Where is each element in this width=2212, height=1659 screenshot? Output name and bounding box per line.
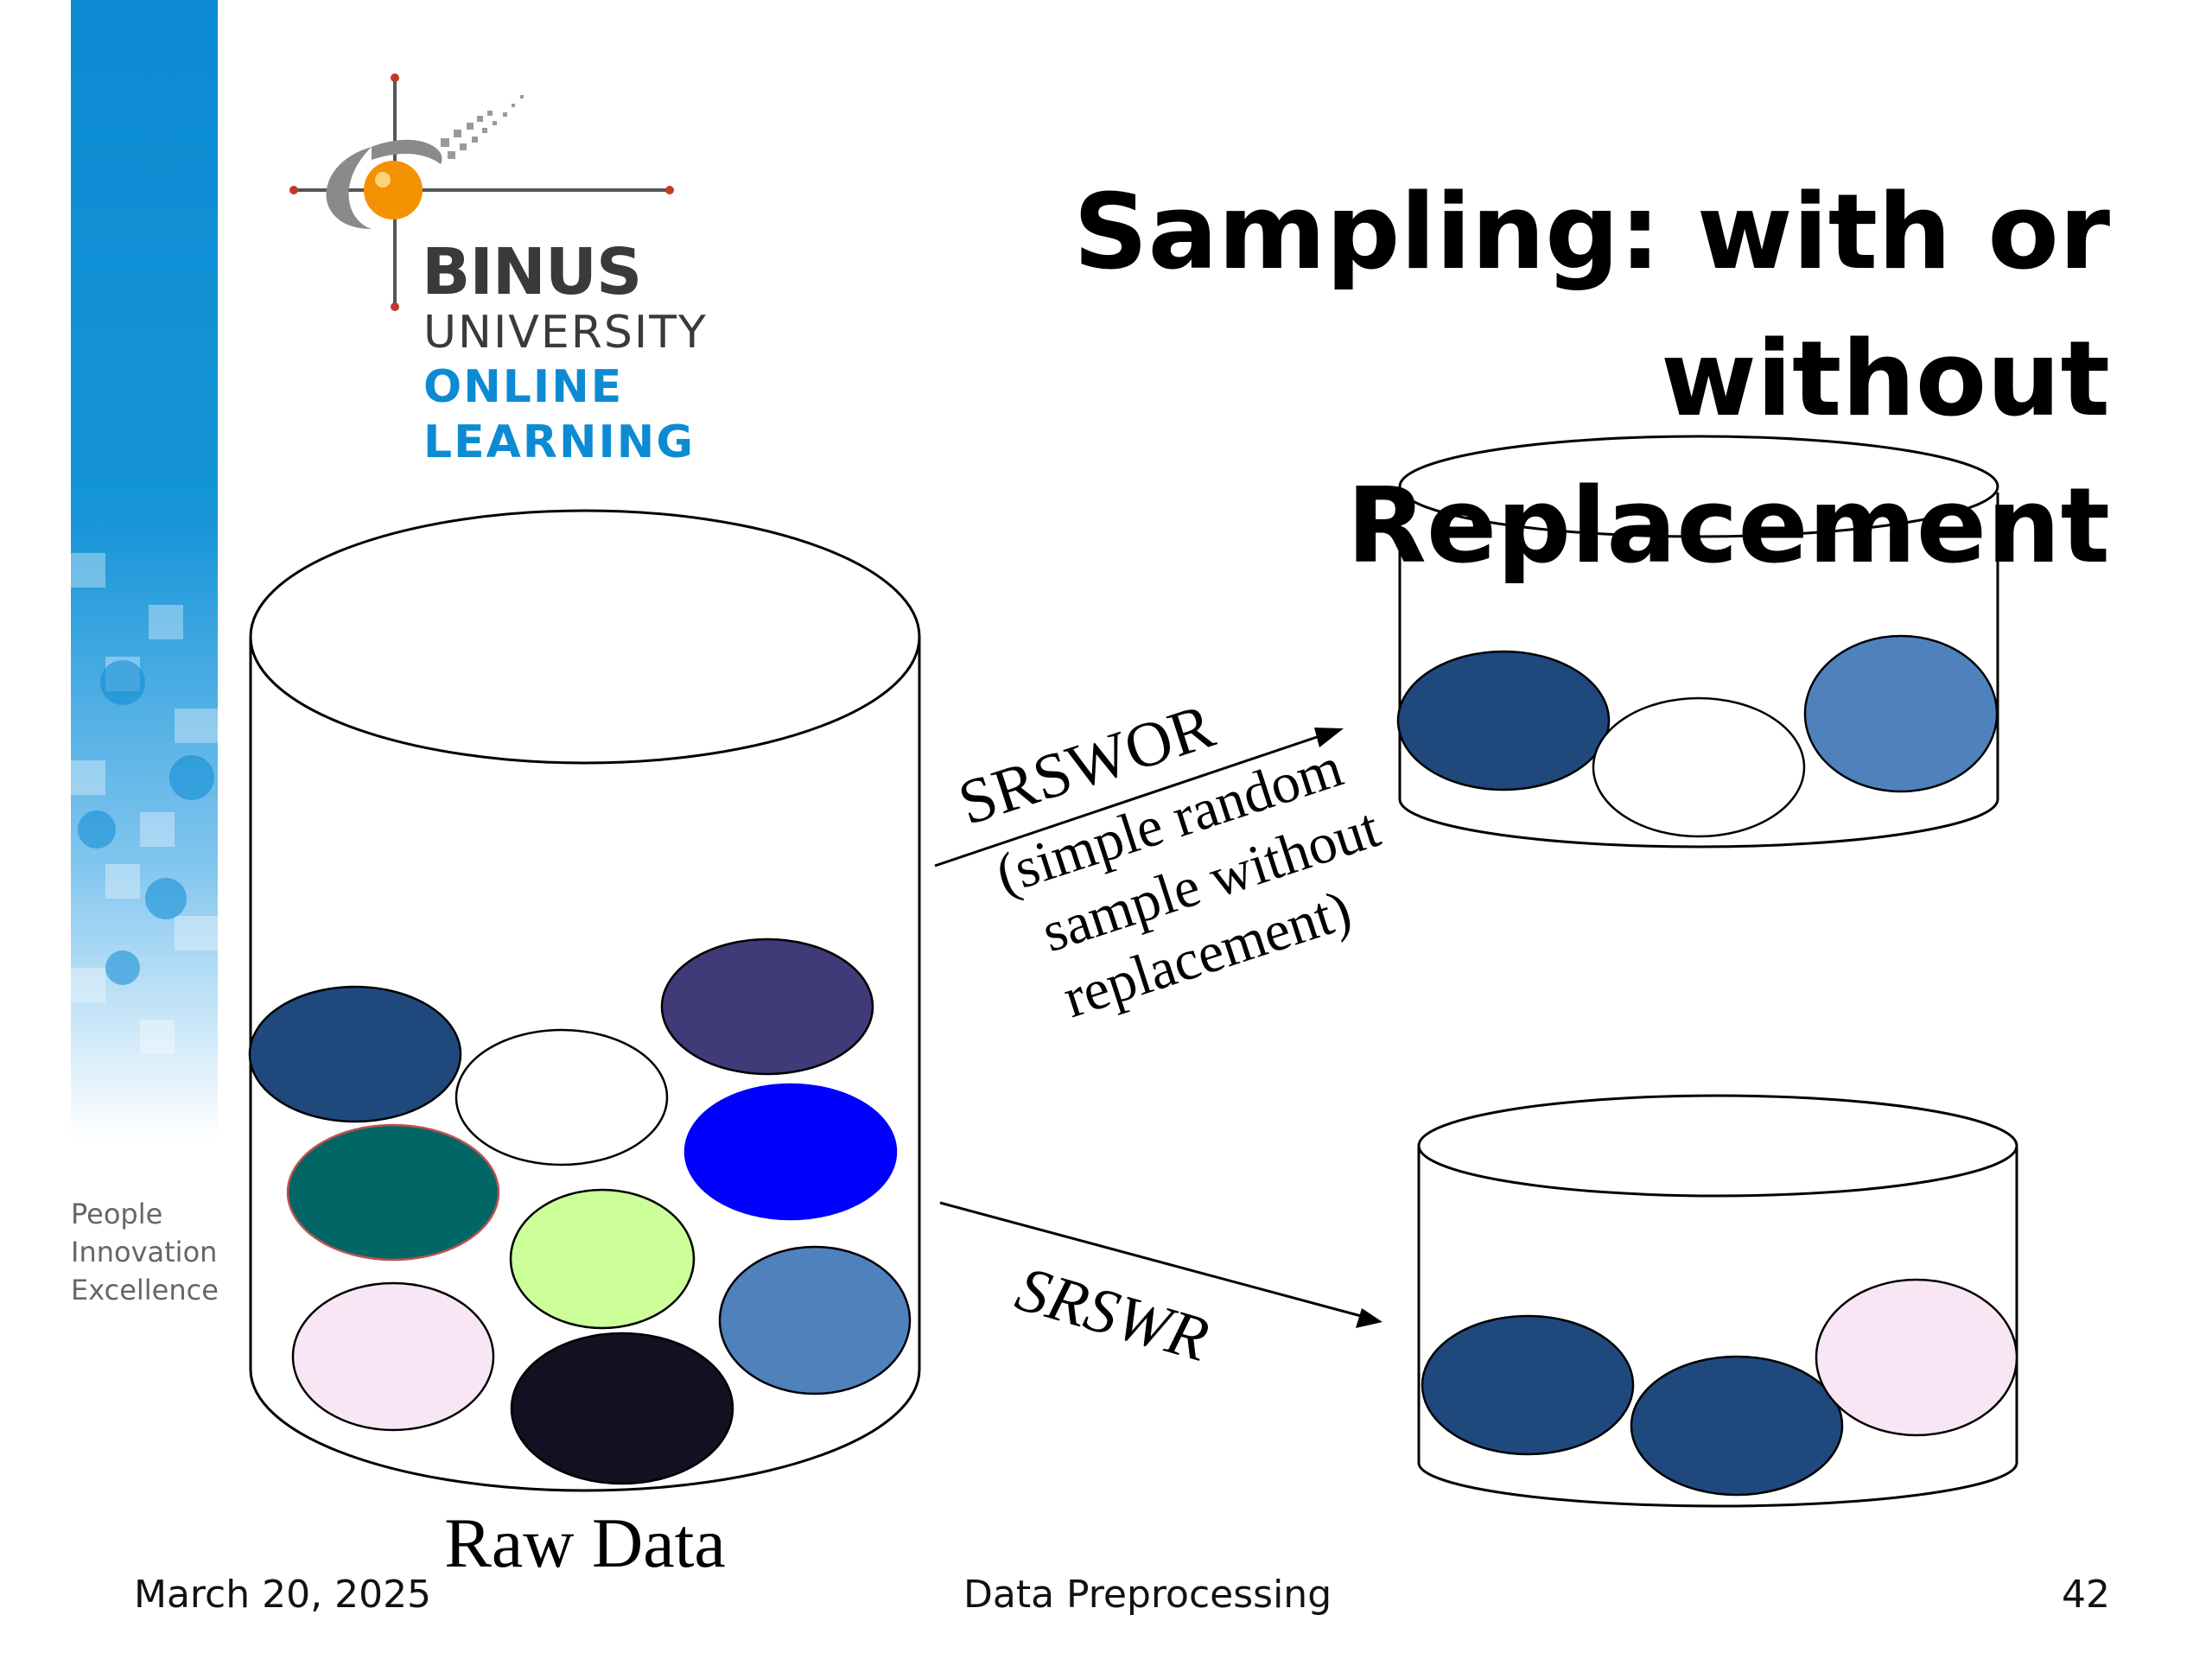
footer-page-number: 42 bbox=[2062, 1573, 2110, 1617]
ball-steel-blue bbox=[718, 1245, 912, 1395]
tagline: People Innovation Excellence bbox=[71, 1195, 219, 1309]
srswor-cylinder bbox=[1398, 435, 1999, 849]
ball-white bbox=[1592, 696, 1806, 838]
slide-title: Sampling: with or without Replacement bbox=[1073, 173, 2110, 587]
ball-navy bbox=[248, 985, 462, 1123]
srswr-label: SRSWR bbox=[1008, 1254, 1216, 1376]
ball-black bbox=[510, 1332, 734, 1485]
tagline-excellence: Excellence bbox=[71, 1274, 219, 1306]
ball-pink bbox=[291, 1281, 495, 1432]
tagline-people: People bbox=[71, 1198, 163, 1230]
srswr-cylinder bbox=[1417, 1094, 2018, 1508]
srswor-balls bbox=[1396, 634, 1999, 838]
footer-topic: Data Preprocessing bbox=[963, 1573, 1332, 1617]
arrow-srswr bbox=[939, 1201, 1382, 1328]
ball-pink bbox=[1815, 1278, 2018, 1437]
ball-navy bbox=[1421, 1314, 1635, 1456]
srswr-balls bbox=[1421, 1278, 2018, 1497]
ball-light-green bbox=[509, 1188, 696, 1330]
side-band bbox=[71, 0, 218, 1141]
logo-name: BINUS bbox=[422, 235, 642, 309]
ball-navy bbox=[1630, 1355, 1844, 1497]
raw-data-balls bbox=[248, 938, 912, 1485]
logo-line-online: ONLINE bbox=[423, 361, 624, 413]
raw-data-cylinder bbox=[249, 509, 921, 1492]
ball-white bbox=[454, 1028, 669, 1166]
ball-steel-blue bbox=[1803, 634, 1999, 793]
ball-bright-blue bbox=[683, 1083, 898, 1221]
logo-line-university: UNIVERSITY bbox=[423, 307, 708, 359]
ball-teal bbox=[286, 1123, 500, 1262]
arrow-srswor bbox=[934, 728, 1344, 868]
logo-mark bbox=[289, 73, 674, 311]
footer-date: March 20, 2025 bbox=[134, 1573, 432, 1617]
raw-data-label: Raw Data bbox=[444, 1503, 726, 1582]
logo-line-learning: LEARNING bbox=[423, 416, 696, 468]
ball-navy bbox=[1396, 650, 1611, 791]
tagline-innovation: Innovation bbox=[71, 1236, 218, 1268]
ball-purple bbox=[660, 938, 874, 1076]
